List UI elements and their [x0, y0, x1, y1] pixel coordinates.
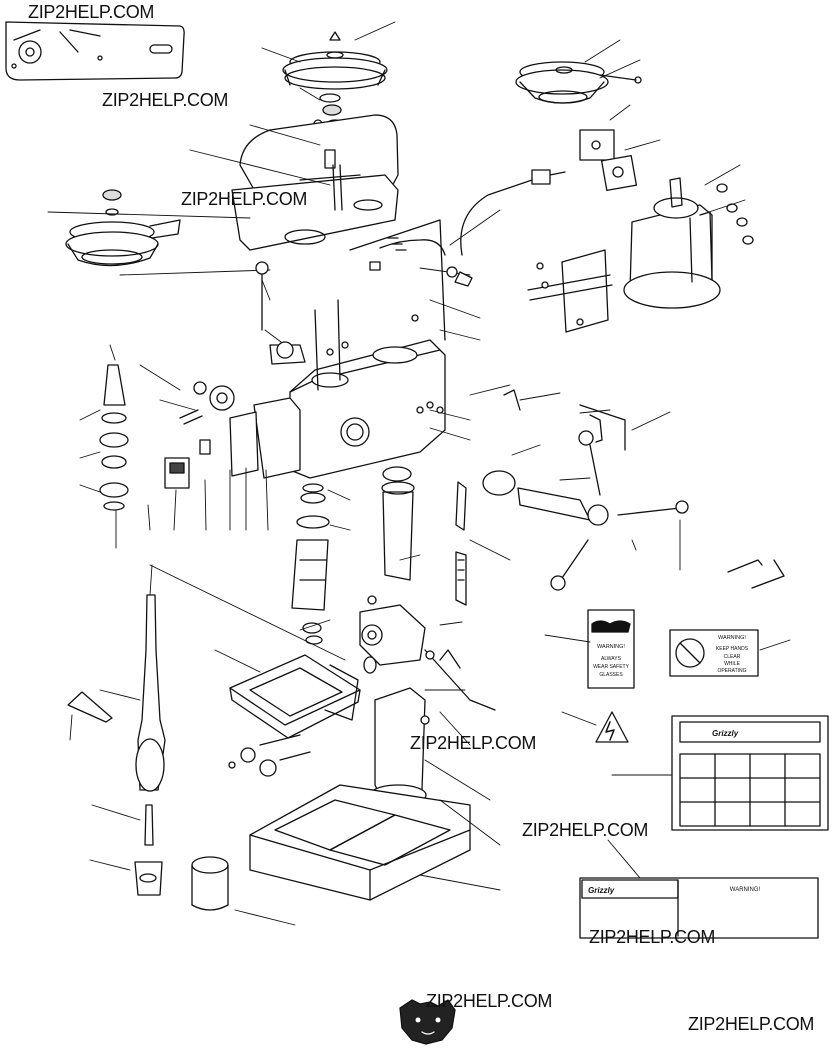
watermark: ZIP2HELP.COM: [181, 189, 308, 209]
washers: [228, 734, 311, 777]
warning-hands-line4: OPERATING: [717, 668, 746, 674]
warning-label-hands: [669, 629, 759, 677]
bear-logo-icon: [399, 999, 456, 1045]
motor-pulley: [515, 61, 642, 104]
spindle-arbor: [67, 594, 166, 896]
id-plate-warning: WARNING!: [730, 887, 761, 893]
motor: [623, 177, 754, 309]
cover-plate: [5, 21, 185, 81]
base: [249, 687, 471, 901]
warning-label-glasses: [587, 609, 635, 689]
work-table: [229, 654, 361, 739]
chuck-guard: [191, 856, 229, 911]
watermark: ZIP2HELP.COM: [102, 90, 229, 110]
watermark: ZIP2HELP.COM: [688, 1014, 815, 1034]
rack: [455, 481, 467, 606]
motor-mount: [527, 129, 638, 333]
warning-hands-title: WARNING!: [718, 635, 746, 641]
warning-glasses-title: WARNING!: [597, 644, 625, 650]
column: [381, 466, 415, 581]
hex-keys: [727, 559, 785, 589]
spindle-pulley: [282, 31, 388, 129]
id-plate-label: [579, 877, 819, 939]
warning-glasses-line2: WEAR SAFETY: [593, 664, 630, 670]
watermark: ZIP2HELP.COM: [426, 991, 553, 1011]
watermark: ZIP2HELP.COM: [28, 2, 155, 22]
warning-hands-line2: CLEAR: [724, 654, 741, 660]
warning-hands-line3: WHILE: [724, 661, 741, 667]
watermark: ZIP2HELP.COM: [522, 820, 649, 840]
warning-hands-line1: KEEP HANDS: [716, 646, 749, 652]
watermark: ZIP2HELP.COM: [589, 927, 716, 947]
watermark: ZIP2HELP.COM: [410, 733, 537, 753]
quill-sleeve: [291, 483, 330, 645]
id-plate-brand: Grizzly: [588, 886, 615, 895]
belt-guard: [231, 114, 399, 251]
warning-glasses-line3: GLASSES: [599, 672, 623, 678]
feed-handle: [482, 389, 689, 591]
switch-box: [164, 381, 301, 489]
warning-glasses-line1: ALWAYS: [601, 656, 622, 662]
quill-spindle: [99, 364, 129, 511]
hardware: [255, 261, 584, 725]
electrical-hazard-icon: [595, 711, 629, 743]
table-bracket: [359, 604, 496, 711]
head-casting: [289, 219, 446, 479]
leader-lines: [47, 21, 791, 926]
speed-chart-brand: Grizzly: [712, 729, 739, 738]
idler-pulley: [65, 189, 181, 267]
power-cord: [369, 169, 566, 271]
speed-chart-label: [671, 715, 829, 831]
